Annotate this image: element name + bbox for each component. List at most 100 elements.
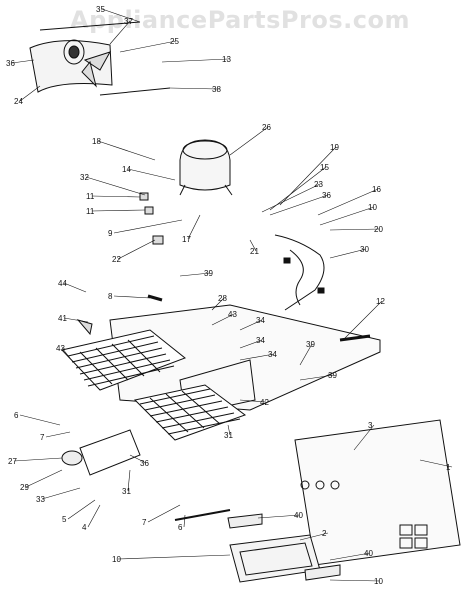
leader-line	[419, 459, 453, 468]
callout-number: 27	[8, 457, 17, 466]
callout-number: 17	[182, 235, 191, 244]
callout-number: 22	[112, 255, 121, 264]
second-coil	[133, 384, 247, 441]
condenser-fan-assembly	[29, 21, 171, 96]
leader-line	[127, 168, 176, 181]
callout-number: 35	[96, 5, 105, 14]
leader-line	[11, 59, 35, 64]
callout-number: 39	[328, 371, 337, 380]
callout-number: 26	[262, 123, 271, 132]
callout-number: 18	[92, 137, 101, 146]
leader-line	[91, 195, 141, 198]
condenser-coil	[61, 329, 186, 391]
callout-number: 43	[56, 344, 65, 353]
callout-number: 7	[40, 433, 45, 442]
callout-number: 44	[58, 279, 67, 288]
leader-line	[19, 85, 41, 102]
callout-number: 11	[86, 207, 95, 216]
leader-line	[239, 319, 263, 331]
leader-line	[117, 554, 231, 560]
callout-number: 15	[320, 163, 329, 172]
callout-number: 31	[224, 431, 233, 440]
callout-number: 1	[446, 463, 451, 472]
leader-line	[211, 313, 235, 326]
leader-line	[329, 552, 371, 561]
leader-line	[261, 183, 321, 213]
leader-line	[45, 431, 71, 438]
small-parts	[76, 192, 371, 581]
leader-line	[269, 194, 329, 216]
callout-number: 6	[178, 523, 183, 532]
leader-line	[249, 239, 257, 252]
leader-line	[101, 8, 141, 23]
leader-line	[269, 166, 327, 211]
callout-number: 38	[212, 85, 221, 94]
leader-line	[41, 487, 81, 500]
leader-line	[97, 140, 156, 161]
leader-line	[299, 532, 329, 541]
callout-number: 14	[122, 165, 131, 174]
callout-number: 42	[260, 398, 269, 407]
leader-line	[344, 300, 383, 339]
callout-number: 40	[294, 511, 303, 520]
leader-line	[239, 399, 267, 403]
leader-line	[299, 343, 313, 366]
callout-number: 28	[218, 294, 227, 303]
leader-line	[299, 374, 335, 381]
leader-line	[19, 414, 61, 426]
callout-number: 11	[86, 192, 95, 201]
leader-line	[353, 424, 375, 451]
leader-line	[63, 317, 89, 323]
leader-line	[169, 87, 219, 90]
leader-line	[119, 40, 177, 53]
leader-line	[211, 297, 225, 311]
leader-line	[113, 295, 151, 299]
callout-number: 39	[306, 340, 315, 349]
leader-line	[147, 504, 181, 523]
leader-line	[63, 282, 87, 293]
leader-line	[109, 20, 131, 45]
leader-line	[319, 206, 375, 226]
callout-number: 3	[368, 421, 373, 430]
leader-line	[239, 339, 263, 349]
callout-number: 13	[222, 55, 231, 64]
leader-line	[87, 504, 101, 528]
leader-line	[317, 188, 379, 216]
callout-number: 24	[14, 97, 23, 106]
leader-line	[257, 514, 301, 519]
callout-number: 7	[142, 518, 147, 527]
leader-line	[113, 219, 183, 234]
leader-line	[85, 176, 146, 196]
compressor	[179, 139, 233, 196]
callout-number: 32	[80, 173, 89, 182]
callout-number: 10	[112, 555, 121, 564]
leader-line	[129, 454, 147, 464]
callout-number: 29	[20, 483, 29, 492]
callout-number: 4	[82, 523, 87, 532]
leader-line	[67, 499, 96, 520]
callout-number: 33	[36, 495, 45, 504]
callout-number: 8	[108, 292, 113, 301]
fan-motor-bracket	[61, 429, 141, 476]
callout-number: 6	[14, 411, 19, 420]
leader-line	[127, 469, 131, 492]
callout-number: 2	[322, 529, 327, 538]
leader-line	[13, 457, 63, 462]
leader-line	[227, 424, 231, 436]
callout-number: 19	[330, 143, 339, 152]
callout-number: 37	[124, 17, 133, 26]
callout-number: 12	[376, 297, 385, 306]
callout-number: 21	[250, 247, 259, 256]
leader-line	[187, 214, 201, 240]
leader-line	[161, 58, 229, 63]
leader-line	[179, 272, 211, 277]
leader-line	[91, 209, 146, 212]
control-panel	[294, 419, 461, 566]
leader-line	[329, 228, 381, 231]
leader-line	[229, 126, 269, 156]
wiring-harness	[274, 234, 325, 311]
leader-line	[329, 248, 367, 259]
leader-lines	[11, 8, 453, 582]
leader-line	[61, 347, 71, 359]
